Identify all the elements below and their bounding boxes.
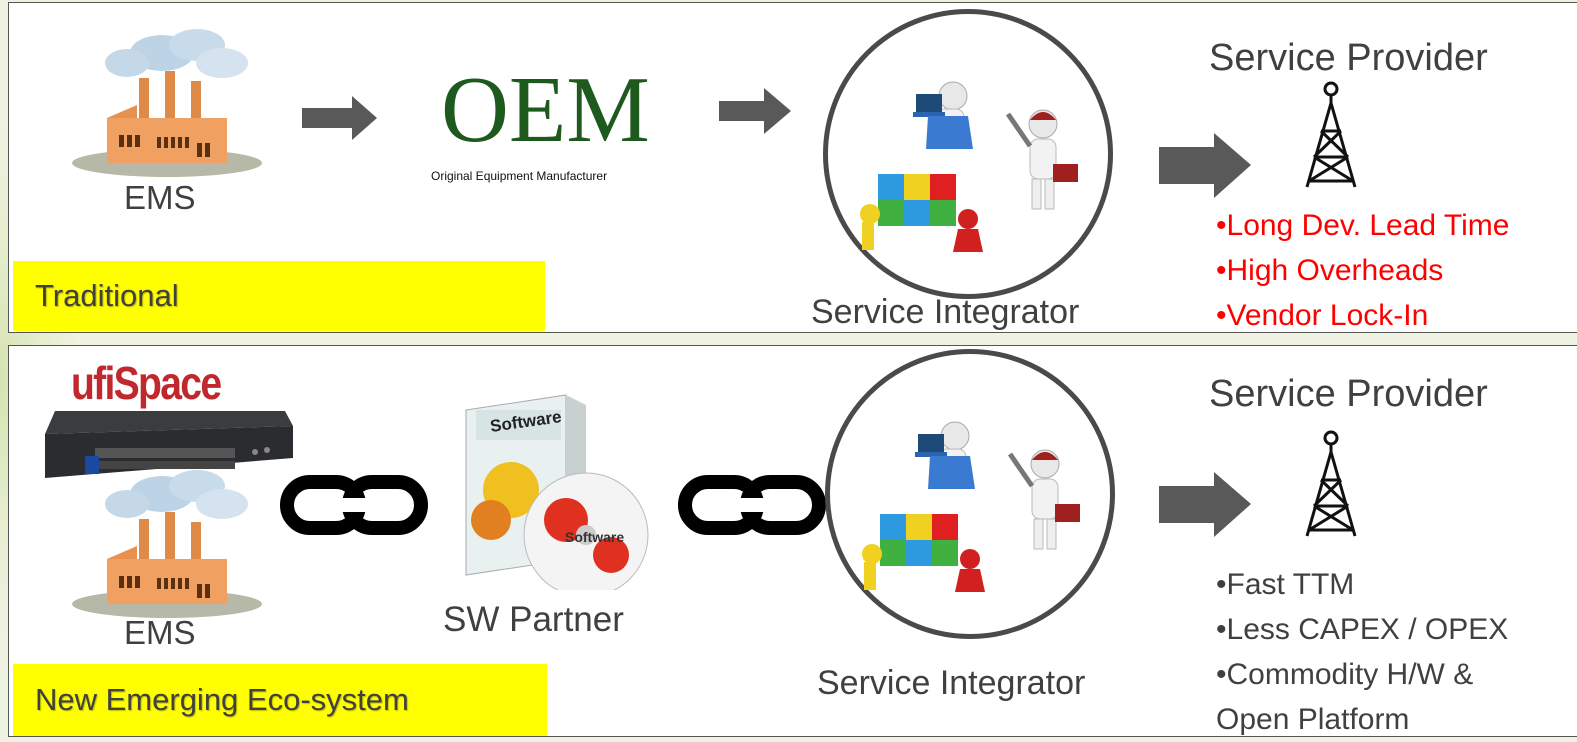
service-provider-label: Service Provider — [1209, 37, 1488, 79]
team-illustration-icon — [862, 421, 1080, 592]
right-arrow-icon — [1159, 472, 1251, 537]
team-illustration-icon — [860, 81, 1078, 252]
chain-link-icon — [678, 475, 826, 535]
software-package-icon — [465, 394, 649, 590]
network-switch-icon — [45, 411, 293, 478]
ufispace-logo: ufiSpace — [71, 357, 222, 409]
bullet-item: •Commodity H/W & — [1216, 658, 1474, 691]
service-integrator-circle — [825, 349, 1115, 639]
bullet-item: •High Overheads — [1216, 254, 1444, 287]
emerging-tag: New Emerging Eco-system — [13, 664, 547, 736]
bullet-item: •Long Dev. Lead Time — [1216, 209, 1510, 242]
right-arrow-icon — [719, 88, 791, 134]
oem-caption: Original Equipment Manufacturer — [431, 169, 608, 183]
bullet-item: •Less CAPEX / OPEX — [1216, 613, 1509, 646]
service-integrator-label: Service Integrator — [811, 293, 1080, 331]
bullet-item: •Fast TTM — [1216, 568, 1355, 601]
emerging-panel: ufiSpace EMS — [8, 345, 1577, 737]
service-provider-label: Service Provider — [1209, 373, 1488, 415]
service-integrator-label: Service Integrator — [817, 664, 1086, 702]
factory-icon — [72, 470, 262, 618]
oem-logo: OEM — [441, 58, 650, 162]
cell-tower-icon — [1305, 81, 1357, 188]
factory-icon — [72, 29, 262, 177]
emerging-bullets: •Fast TTM •Less CAPEX / OPEX •Commodity … — [1216, 562, 1508, 742]
software-disc-text: Software — [565, 529, 625, 545]
ems-label: EMS — [124, 179, 196, 216]
sw-partner-label: SW Partner — [443, 600, 624, 639]
bullet-item: •Vendor Lock-In — [1216, 299, 1429, 332]
bullet-item: Open Platform — [1216, 703, 1410, 736]
service-integrator-circle — [823, 9, 1113, 299]
cell-tower-icon — [1305, 430, 1357, 537]
right-arrow-icon — [1159, 133, 1251, 198]
chain-link-icon — [280, 475, 428, 535]
traditional-panel: EMS OEM Original Equipment Manufacturer — [8, 2, 1577, 333]
ems-label: EMS — [124, 614, 196, 651]
traditional-bullets: •Long Dev. Lead Time •High Overheads •Ve… — [1216, 203, 1509, 338]
right-arrow-icon — [302, 96, 377, 140]
traditional-tag: Traditional — [13, 261, 545, 331]
